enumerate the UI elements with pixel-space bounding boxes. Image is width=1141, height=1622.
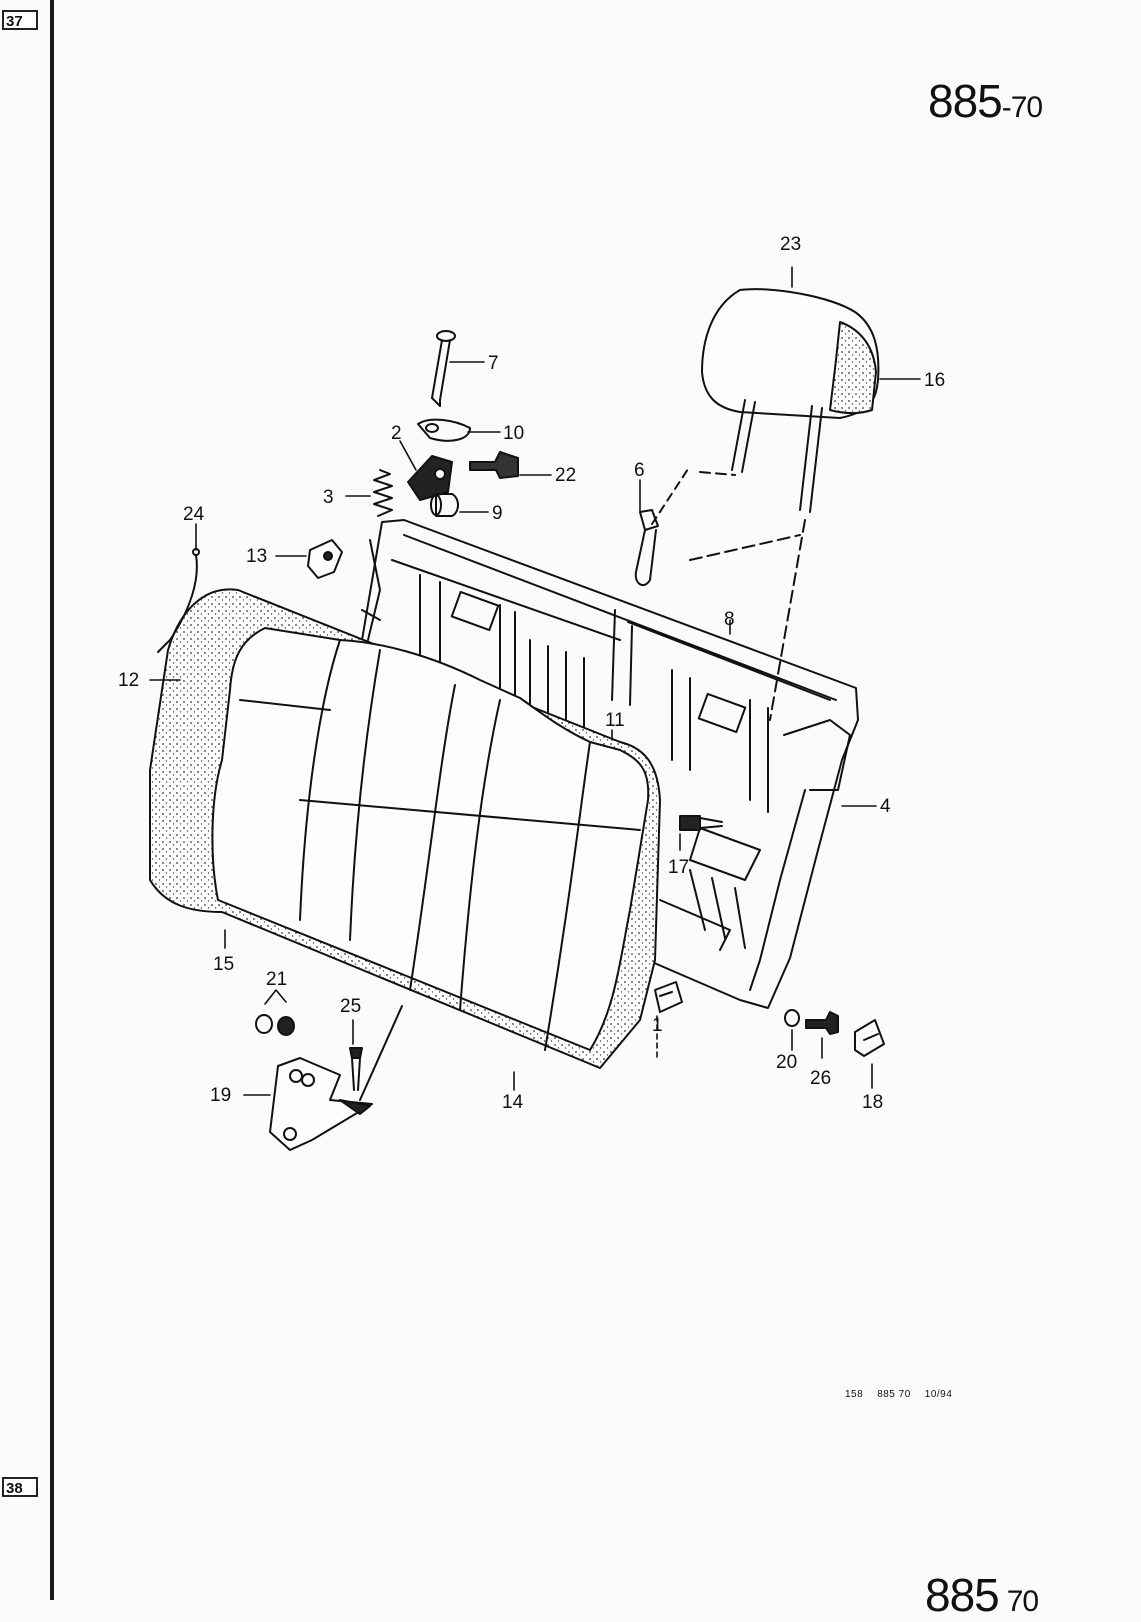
callout-26: 26 [810, 1068, 831, 1089]
callout-22: 22 [555, 465, 576, 486]
clip [654, 981, 683, 1013]
page-number: 885-70 [928, 74, 1043, 128]
seat-back-cushion [149, 588, 661, 1069]
callout-25: 25 [340, 996, 361, 1017]
callout-20: 20 [776, 1052, 797, 1073]
callout-18: 18 [862, 1092, 883, 1113]
callout-11: 11 [605, 710, 625, 731]
callout-24: 24 [183, 504, 205, 525]
screw [679, 815, 723, 831]
bolt [431, 330, 456, 407]
bolt-26 [805, 1011, 839, 1035]
callout-15: 15 [213, 954, 234, 975]
bolt-25 [349, 1047, 363, 1091]
hinge-plate [269, 1005, 403, 1151]
footer-ref-number: 885 70 [877, 1389, 911, 1400]
washer [784, 1009, 800, 1027]
spring [373, 469, 393, 517]
callout-3: 3 [323, 487, 334, 508]
latch-bracket [407, 455, 453, 501]
callout-16: 16 [924, 370, 945, 391]
callout-9: 9 [492, 503, 503, 524]
callout-17: 17 [668, 857, 689, 878]
callout-4: 4 [880, 796, 891, 817]
page-number-suffix: -70 [1001, 91, 1043, 124]
callout-14: 14 [502, 1092, 524, 1113]
callout-23: 23 [780, 234, 801, 255]
callout-2: 2 [391, 423, 402, 444]
callout-1: 1 [652, 1015, 663, 1036]
headrest-guide [634, 465, 691, 587]
nuts [255, 1014, 295, 1036]
callout-7: 7 [488, 353, 499, 374]
footer-sheet: 158 [845, 1389, 864, 1400]
page-number-bottom-main: 885 [925, 1569, 1000, 1621]
footer-reference: 158 885 70 10/94 [845, 1389, 966, 1400]
page-number-main: 885 [928, 75, 1003, 127]
callout-21: 21 [266, 969, 287, 990]
margin-tab-top: 37 [2, 10, 38, 30]
page-number-bottom-suffix: 70 [1006, 1585, 1039, 1618]
corner-bracket [854, 1019, 885, 1057]
footer-date: 10/94 [924, 1389, 953, 1400]
leader-lines [149, 266, 921, 1096]
callout-12: 12 [118, 670, 139, 691]
bolt-screw [469, 451, 519, 479]
callout-10: 10 [503, 423, 524, 444]
cap [430, 493, 459, 517]
callout-13: 13 [246, 546, 267, 567]
washer-plate [417, 418, 471, 442]
callout-19: 19 [210, 1085, 231, 1106]
headrest [689, 288, 880, 721]
callout-8: 8 [724, 609, 735, 630]
binder-edge-line [50, 0, 54, 1600]
margin-tab-bottom: 38 [2, 1477, 38, 1497]
hinge-bracket [307, 539, 343, 579]
callout-6: 6 [634, 460, 645, 481]
